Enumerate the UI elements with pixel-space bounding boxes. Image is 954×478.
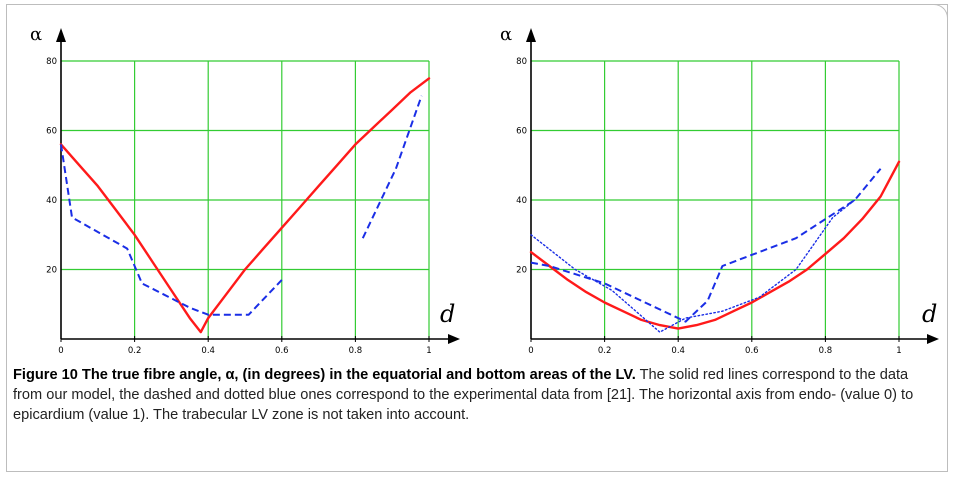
y-axis-label: α	[30, 24, 42, 45]
x-axis-arrow	[927, 334, 939, 344]
y-tick-label: 20	[46, 266, 57, 276]
x-tick-label: 0.8	[349, 346, 363, 356]
figure-frame	[6, 4, 948, 472]
x-tick-label: 1	[896, 346, 901, 356]
x-tick-label: 0.4	[671, 346, 685, 356]
x-axis-arrow	[448, 334, 460, 344]
figure-caption: Figure 10 The true fibre angle, α, (in d…	[13, 365, 938, 425]
series-solid-0	[529, 160, 901, 330]
caption-title: Figure 10 The true fibre angle, α, (in d…	[13, 367, 636, 383]
y-tick-label: 20	[516, 266, 527, 276]
y-tick-label: 40	[46, 196, 57, 206]
y-axis-arrow	[56, 28, 66, 42]
series-dashed-1	[530, 168, 882, 323]
x-tick-label: 0.2	[598, 346, 612, 356]
x-axis-label: d	[440, 300, 455, 328]
series-dashed-2	[361, 95, 423, 239]
x-tick-label: 0.6	[745, 346, 759, 356]
x-tick-label: 0	[528, 346, 533, 356]
y-tick-label: 80	[46, 57, 57, 67]
y-tick-label: 60	[516, 127, 527, 137]
caption-body: The solid red lines correspond to the da…	[13, 367, 914, 423]
x-tick-label: 0.6	[275, 346, 289, 356]
series-dotted-2	[530, 199, 856, 333]
series-solid-0	[59, 77, 431, 334]
x-axis-label: d	[922, 300, 937, 328]
chart-bottom: 0 0.2 0.4 0.6 0.8 1 20 40 60 80 α d	[500, 24, 939, 356]
y-tick-label: 80	[516, 57, 527, 67]
chart-equatorial: 0 0.2 0.4 0.6 0.8 1 20 40 60 80 α d	[30, 24, 460, 356]
x-tick-label: 0.2	[128, 346, 142, 356]
x-tick-label: 0	[58, 346, 63, 356]
y-axis-arrow	[526, 28, 536, 42]
y-tick-label: 40	[516, 196, 527, 206]
series-dashed-1	[60, 144, 283, 316]
x-tick-label: 0.8	[819, 346, 833, 356]
y-axis-label: α	[500, 24, 512, 45]
y-tick-label: 60	[46, 127, 57, 137]
x-tick-label: 0.4	[201, 346, 215, 356]
x-tick-label: 1	[426, 346, 431, 356]
